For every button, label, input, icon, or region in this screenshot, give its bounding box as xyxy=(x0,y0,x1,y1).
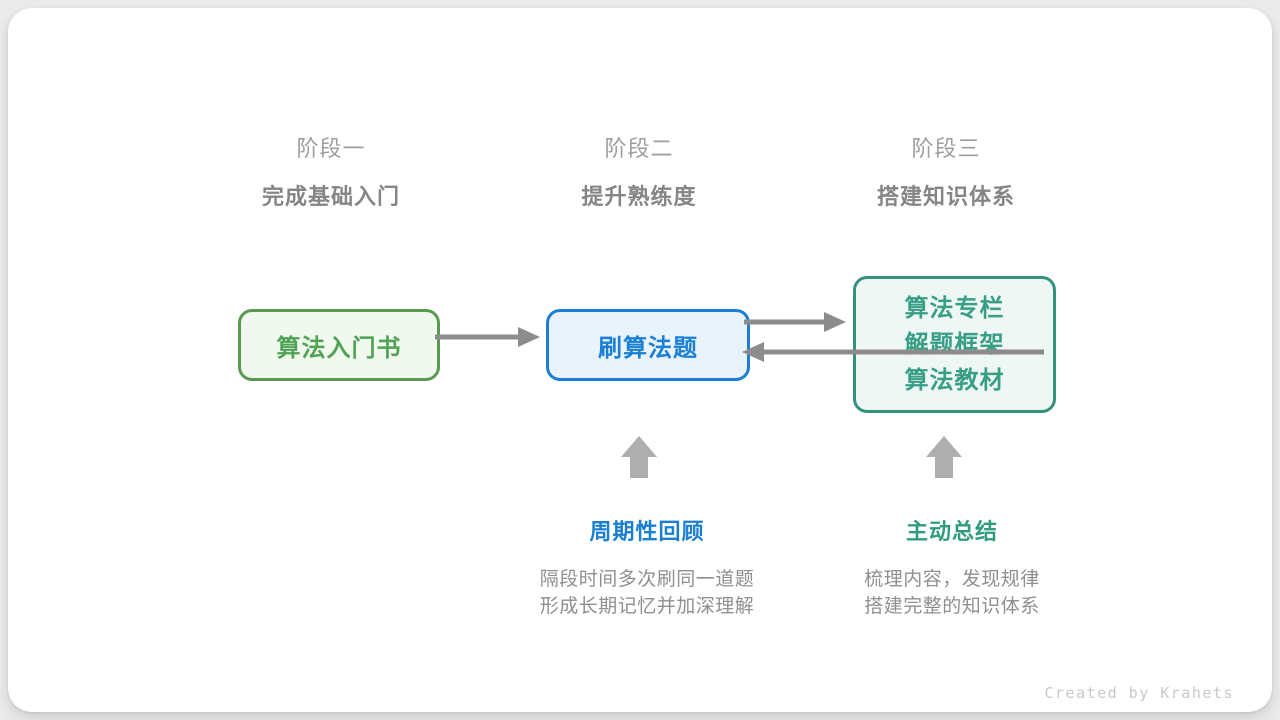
annotation-periodic-review-desc: 隔段时间多次刷同一道题 形成长期记忆并加深理解 xyxy=(487,566,807,620)
node-knowledge-resources: 算法专栏 解题框架 算法教材 xyxy=(853,276,1056,413)
node-practice-problems-label: 刷算法题 xyxy=(598,334,698,362)
annotation-active-summary-title: 主动总结 xyxy=(905,519,998,544)
stage-1-subtitle: 完成基础入门 xyxy=(261,184,400,209)
stage-2-subtitle: 提升熟练度 xyxy=(581,184,697,209)
annotation-periodic-review-desc-line-1: 隔段时间多次刷同一道题 xyxy=(539,569,755,590)
annotation-periodic-review-desc-line-2: 形成长期记忆并加深理解 xyxy=(539,596,755,617)
stage-2-header: 阶段二 提升熟练度 xyxy=(489,134,789,212)
node-practice-problems: 刷算法题 xyxy=(546,309,750,381)
annotation-active-summary-desc-line-2: 搭建完整的知识体系 xyxy=(864,596,1040,617)
annotation-active-summary-desc: 梳理内容，发现规律 搭建完整的知识体系 xyxy=(792,566,1112,620)
node-resource-framework: 解题框架 xyxy=(904,330,1005,358)
stage-3-subtitle: 搭建知识体系 xyxy=(876,184,1015,209)
annotation-active-summary-desc-line-1: 梳理内容，发现规律 xyxy=(864,569,1040,590)
annotation-periodic-review: 周期性回顾 隔段时间多次刷同一道题 形成长期记忆并加深理解 xyxy=(487,518,807,620)
node-resource-textbook: 算法教材 xyxy=(904,366,1005,394)
annotation-active-summary: 主动总结 梳理内容，发现规律 搭建完整的知识体系 xyxy=(792,518,1112,620)
stage-3-label: 阶段三 xyxy=(911,136,981,161)
stage-1-label: 阶段一 xyxy=(296,136,366,161)
stage-3-header: 阶段三 搭建知识体系 xyxy=(796,134,1096,212)
stage-1-header: 阶段一 完成基础入门 xyxy=(181,134,481,212)
stage-2-label: 阶段二 xyxy=(604,136,674,161)
node-intro-book-label: 算法入门书 xyxy=(276,334,402,362)
annotation-periodic-review-title: 周期性回顾 xyxy=(589,519,705,544)
diagram-card: 阶段一 完成基础入门 阶段二 提升熟练度 阶段三 搭建知识体系 算法入门书 刷算… xyxy=(8,8,1272,712)
credit-text: Created by Krahets xyxy=(1044,684,1234,702)
node-intro-book: 算法入门书 xyxy=(238,309,440,381)
node-resource-column: 算法专栏 xyxy=(904,294,1005,322)
